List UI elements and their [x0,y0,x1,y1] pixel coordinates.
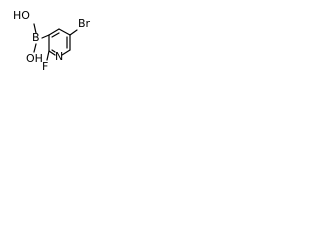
structure-svg: Br HO B OH N F [13,9,91,73]
bond-c3-c4 [48,28,60,36]
bond-c3-c4-inner [51,32,60,38]
bond-c5-br [69,29,78,36]
bonds [33,23,78,61]
bond-c2-f [46,50,50,61]
atom-ho-label: HO [13,9,30,22]
bond-b-o-top [33,23,37,34]
atom-n-label: N [55,50,63,63]
atom-b-label: B [32,31,40,44]
bond-c4-c5 [58,28,71,36]
atom-oh-label: OH [26,52,43,65]
molecule-diagram: Br HO B OH N F [0,0,97,82]
atom-br-label: Br [78,17,91,30]
bond-b-o-bottom [33,43,37,53]
bond-c3-b [41,34,50,39]
atom-f-label: F [42,60,48,73]
bond-c6-n [61,49,71,56]
bond-n-c2-inner [51,49,56,53]
bond-n-c2 [48,50,56,56]
